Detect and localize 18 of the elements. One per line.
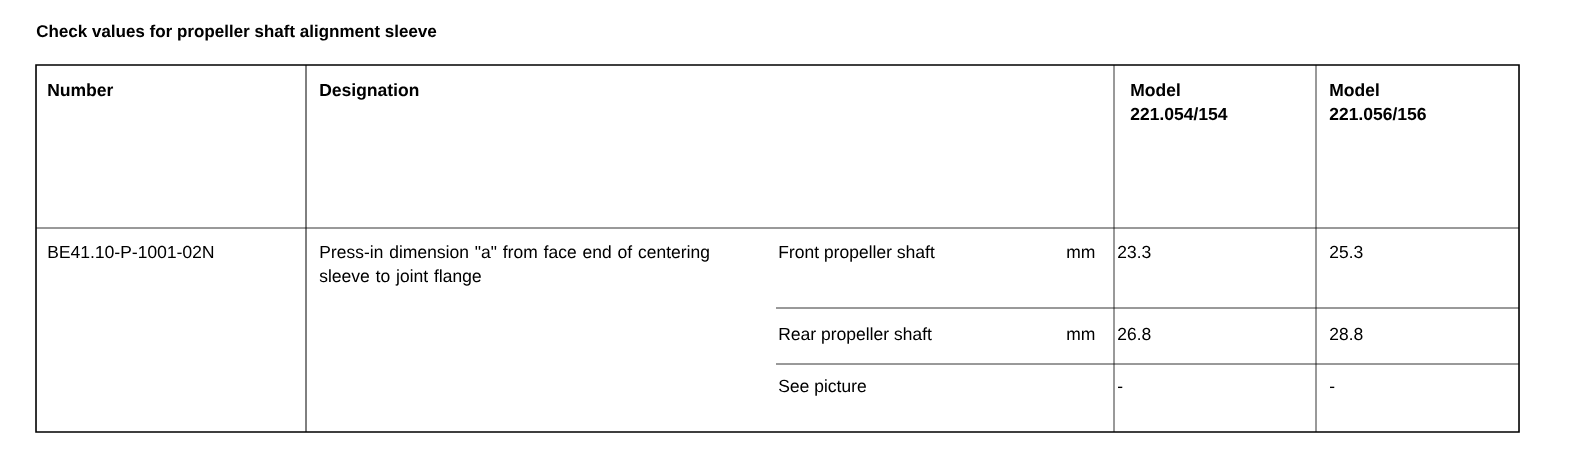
column-header: Model 221.056/156 — [1329, 83, 1426, 121]
column-header: Model 221.054/154 — [1130, 83, 1228, 121]
value-text: 28.8 — [1330, 327, 1363, 341]
unit-label: mm — [1067, 330, 1095, 340]
row-label: Rear propeller shaft — [779, 327, 932, 344]
value-text: - — [1330, 386, 1335, 389]
title: Check values for propeller shaft alignment sleeve — [36, 24, 437, 41]
value-text: - — [1118, 386, 1123, 389]
part-number: BE41.10-P-1001-02N — [48, 245, 214, 259]
designation-text: Press-in dimension "a" from face end of centering sleeve to joint flange — [319, 245, 709, 286]
row-label: See picture — [779, 379, 866, 396]
value-text: 26.8 — [1118, 327, 1151, 341]
row-label: Front propeller shaft — [779, 245, 935, 262]
unit-label: mm — [1067, 248, 1095, 258]
value-text: 23.3 — [1118, 245, 1151, 259]
column-header: Number — [48, 83, 114, 97]
value-text: 25.3 — [1330, 245, 1363, 259]
column-header: Designation — [320, 83, 419, 100]
